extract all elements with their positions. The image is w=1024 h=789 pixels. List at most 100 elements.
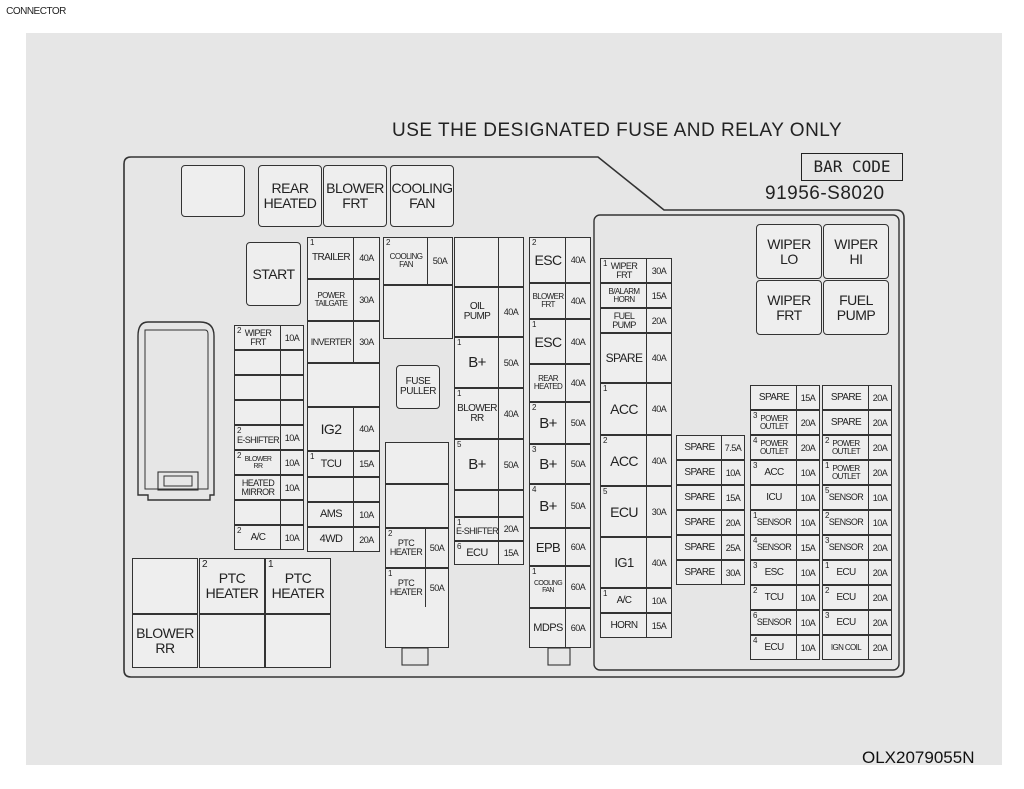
fuse-rating-empty (280, 351, 303, 374)
empty-relay-slot (265, 614, 331, 668)
fuse-empty (234, 350, 304, 375)
fuse-number: 1 (457, 518, 462, 527)
fuse-label: ESC (764, 566, 784, 578)
fuse-number: 1 (825, 561, 830, 570)
fuse-number: 1 (310, 238, 315, 247)
fuse-rating: 10A (796, 461, 819, 484)
fuse-number: 1 (603, 259, 608, 268)
fuse-rating: 50A (498, 440, 523, 489)
relay-label: WIPER HI (834, 235, 878, 267)
fuse-rating: 30A (353, 280, 379, 320)
fuse-rating: 30A (353, 322, 379, 362)
fuse-label: FUEL PUMP (612, 310, 636, 330)
fuse-rating: 30A (646, 487, 671, 536)
fuse-label: ECU (836, 591, 856, 603)
fuse-number: 1 (457, 338, 462, 347)
fuse-empty (234, 400, 304, 425)
fuse-rating: 50A (565, 445, 590, 483)
fuse-rating: 40A (646, 436, 671, 485)
fuse-label: EPB (535, 539, 561, 555)
connector-label: CONNECTOR (6, 5, 66, 17)
fuse-label: E-SHIFTER (455, 526, 499, 536)
fuse-rating: 25A (721, 536, 744, 559)
fuse-label: INVERTER (310, 336, 352, 347)
relay-label: WIPER FRT (767, 291, 811, 323)
fuse-label: POWER OUTLET (760, 413, 789, 431)
fuse-label: SENSOR (756, 517, 792, 527)
fuse-label: ECU (836, 616, 856, 628)
fuse-rating: 10A (353, 503, 379, 526)
fuse-rating: 40A (646, 384, 671, 434)
fuse-rating-empty (498, 238, 523, 286)
fuse-rating: 20A (796, 436, 819, 459)
fuse-label: SPARE (684, 516, 715, 528)
fuse-number: 4 (753, 536, 758, 545)
relay-label: BLOWER FRT (326, 180, 384, 211)
fuse-label: COOLING FAN (533, 580, 563, 594)
fuse-empty (234, 500, 304, 525)
part-number: 91956-S8020 (765, 183, 885, 204)
fuse-label: WIPER FRT (610, 260, 638, 280)
fuse-rating: 10A (280, 326, 303, 349)
instruction-text: USE THE DESIGNATED FUSE AND RELAY ONLY (392, 120, 843, 141)
fuse-rating: 10A (646, 589, 671, 612)
fuse-rating: 60A (565, 529, 590, 565)
fuse-rating: 10A (796, 636, 819, 659)
fuse-label: SENSOR (756, 617, 792, 627)
fuse-rating: 50A (427, 238, 452, 284)
fuse-rating: 20A (868, 386, 891, 409)
fuse-rating: 10A (796, 511, 819, 534)
fuse-label: ESC (534, 333, 563, 350)
fuse-rating: 40A (498, 288, 523, 336)
fuse-label: HORN (610, 619, 638, 631)
fuse-rating: 20A (868, 536, 891, 559)
fuse-label: TRAILER (311, 252, 351, 263)
fuse-label: BLOWER FRT (532, 292, 564, 309)
fuse-label: A/C (250, 531, 266, 543)
fuse-label: SPARE (684, 566, 715, 578)
fuse-number: 3 (825, 536, 830, 545)
fuse-number: 1 (603, 589, 608, 598)
fuse-label: B+ (539, 497, 557, 515)
fuse-label: POWER OUTLET (832, 463, 861, 481)
fuse-rating: 10A (280, 526, 303, 549)
fuse-label: SENSOR (756, 542, 792, 552)
fuse-rating-empty (280, 376, 303, 399)
fuse-rating-empty (280, 501, 303, 524)
relay-blower-rr: BLOWER RR (132, 614, 198, 668)
fuse-rating: 20A (868, 436, 891, 459)
fuse-label: B+ (468, 354, 486, 371)
fuse-label: SENSOR (828, 492, 864, 502)
fuse-label: ACC (610, 452, 638, 469)
fuse-number: 3 (753, 461, 758, 470)
fuse-number: 2 (532, 403, 537, 412)
fuse-rating: 40A (646, 538, 671, 587)
fuse-rating: 40A (353, 408, 379, 450)
fuse-label: WIPER FRT (244, 327, 272, 347)
fuse-empty (385, 442, 449, 484)
fuse-rating: 15A (646, 284, 671, 307)
